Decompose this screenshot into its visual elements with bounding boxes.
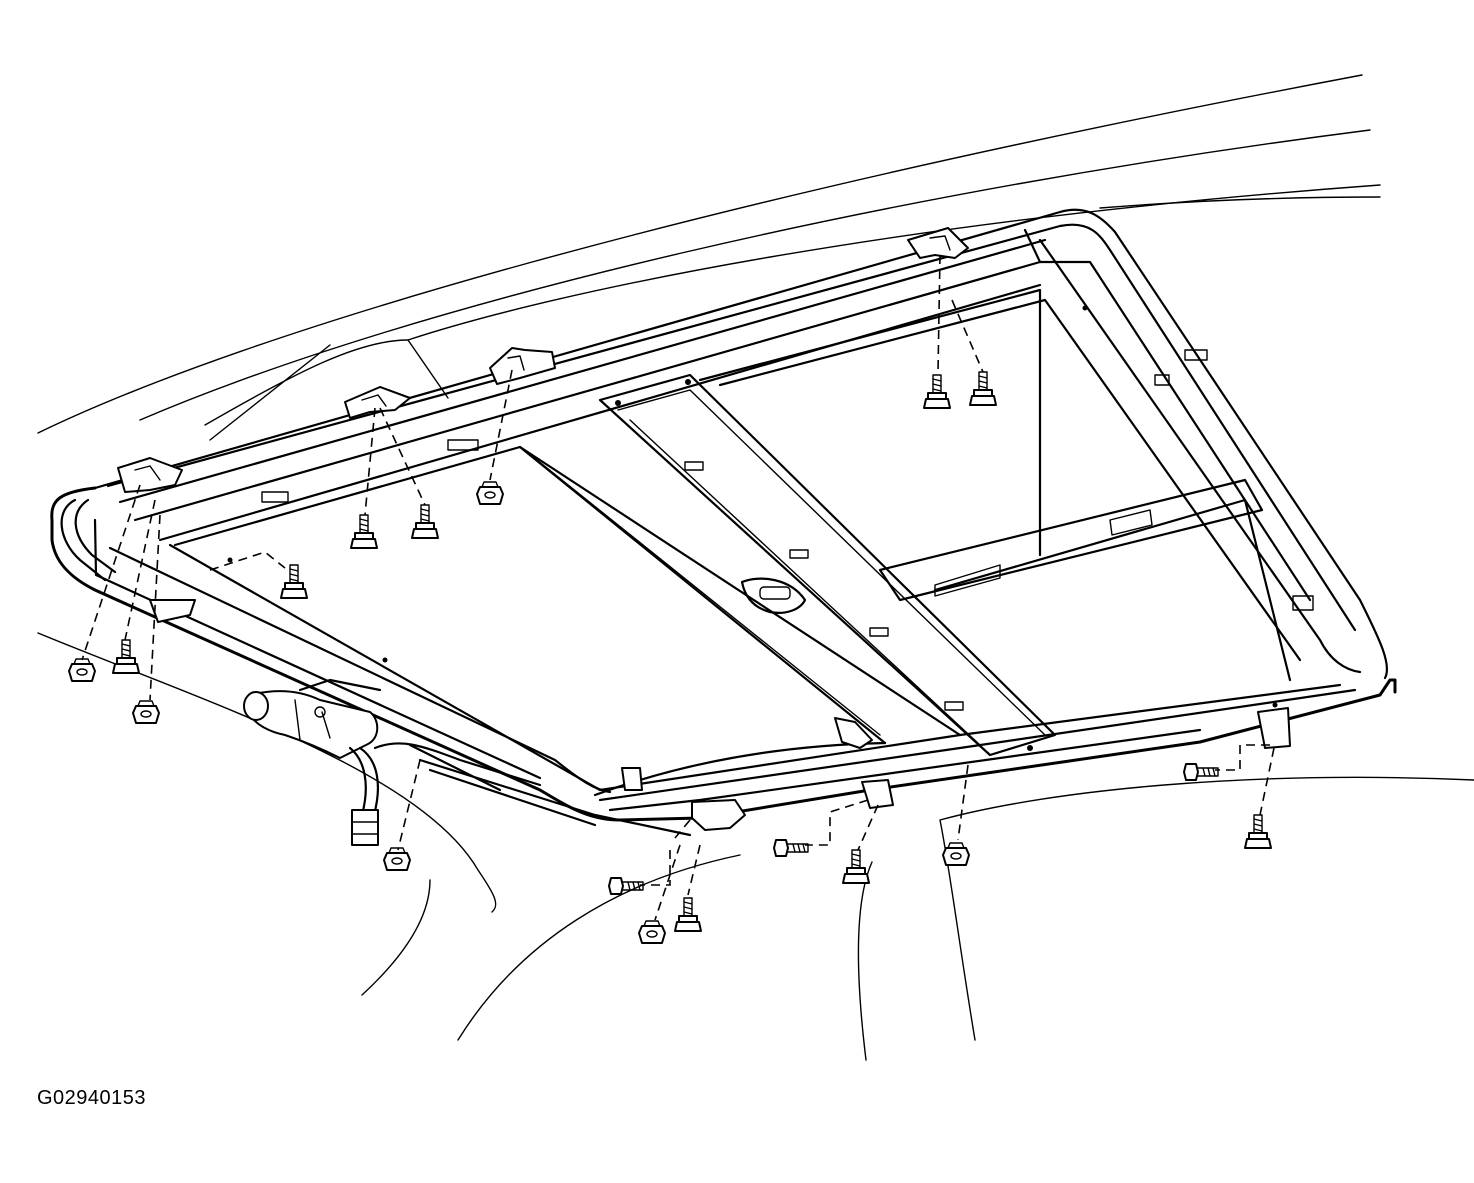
bolt-icon [969,371,997,406]
nut-icon [942,842,970,866]
nut-icon [68,658,96,682]
roof-outline [37,74,1474,1061]
bolt-icon [842,849,870,884]
bolt-icon [112,639,140,674]
drain-hose [60,498,117,582]
sunroof-frame [50,208,1397,822]
bolt-icon [280,564,308,599]
sunroof-motor [243,678,382,759]
nut-icon [132,700,160,724]
figure-code: G02940153 [37,1087,147,1109]
bolt-icon [674,897,702,932]
bolt-icon [1244,814,1272,849]
bolt-icon [350,514,378,549]
nut-icon [638,920,666,944]
nut-icon [476,481,504,505]
nut-icon [383,847,411,871]
wire-harness [348,742,692,846]
fastener-alignment-lines [81,254,1275,921]
bolt-icon [1183,763,1219,781]
frame-brackets [117,227,1291,831]
bolt-icon [411,504,439,539]
bolt-icon [608,877,644,895]
bolt-icon [923,374,951,409]
bolt-icon [773,839,809,857]
